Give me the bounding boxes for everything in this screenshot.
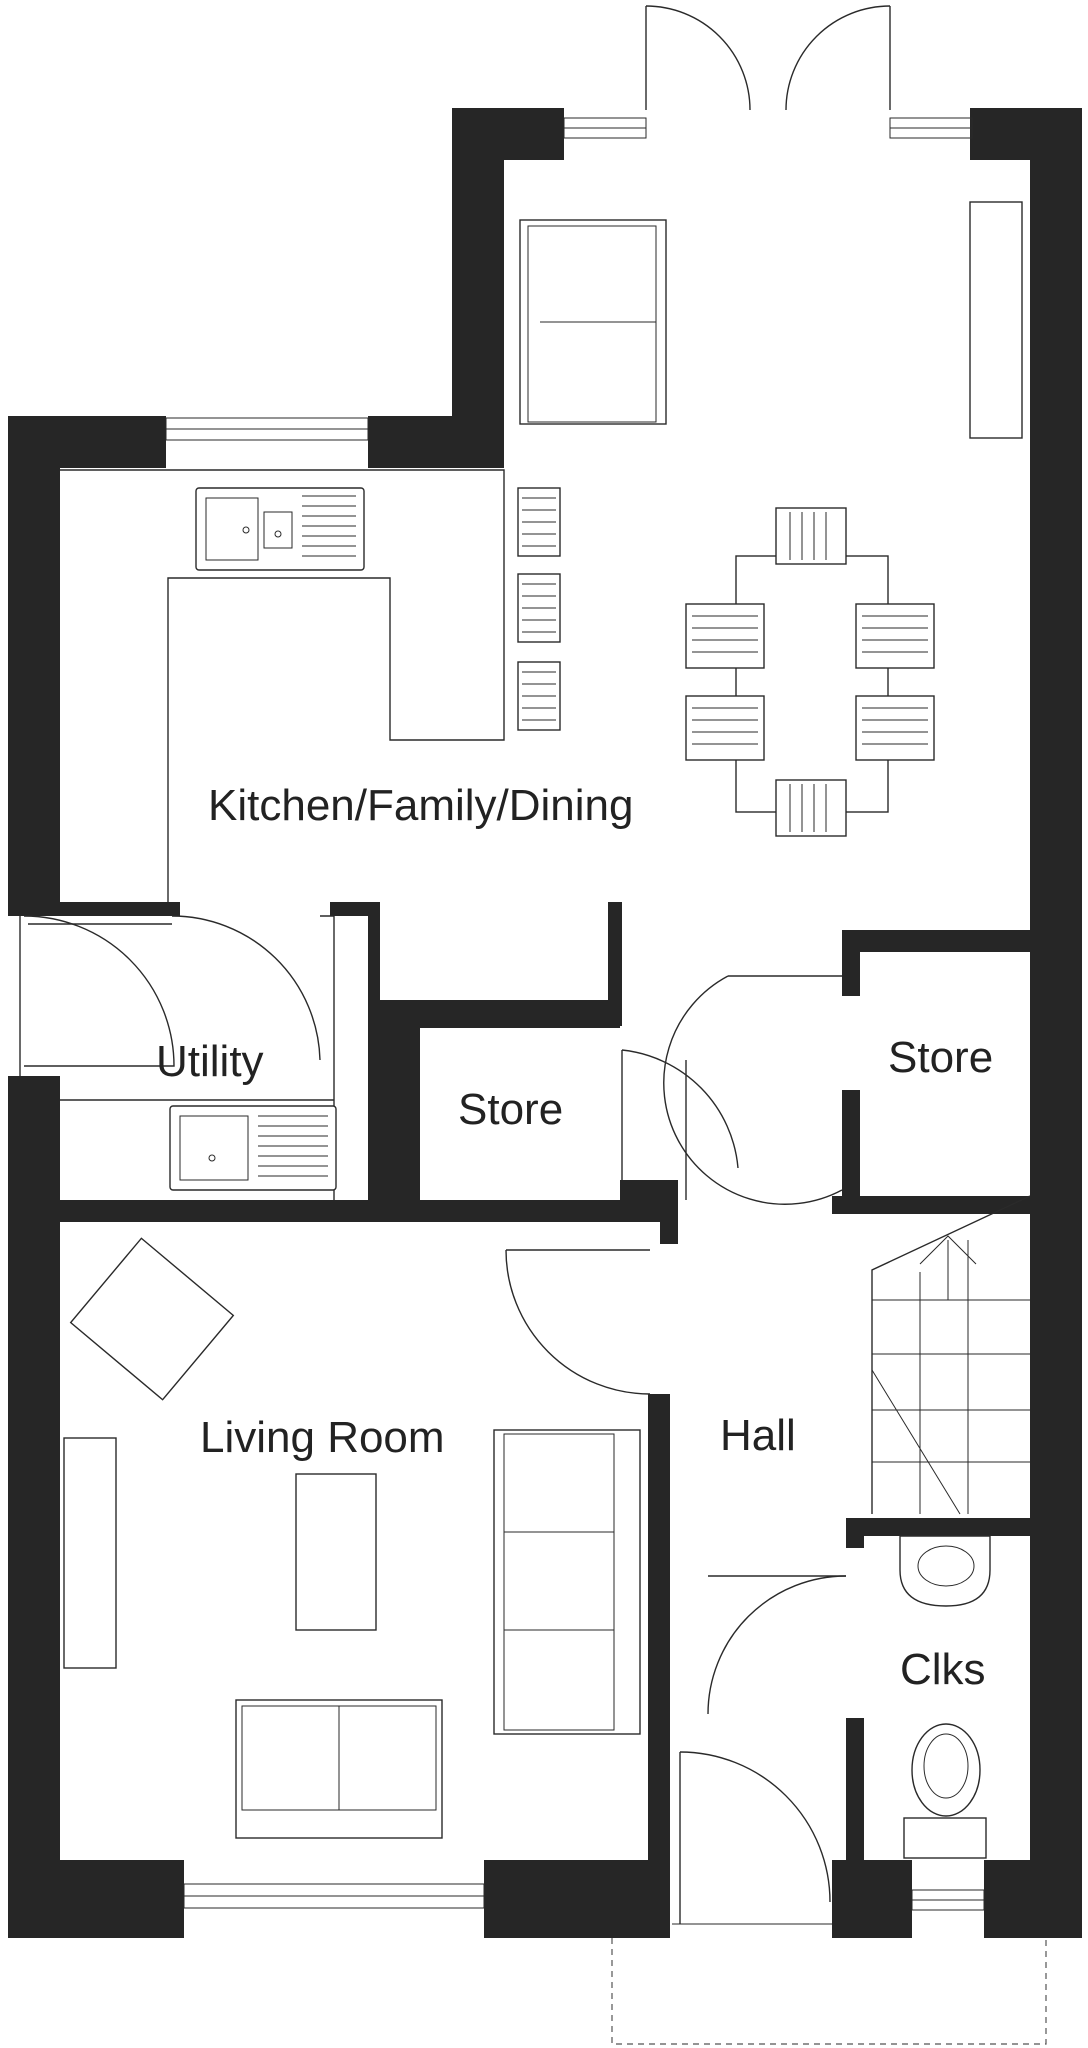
wall	[1030, 108, 1082, 1938]
dining-chair	[775, 507, 847, 565]
sideboard	[969, 201, 1023, 439]
sofa	[493, 1429, 641, 1735]
wall	[380, 1020, 420, 1202]
label-store-inner: Store	[458, 1085, 563, 1134]
wall	[846, 1518, 1032, 1536]
wall	[842, 1090, 860, 1208]
wall	[368, 902, 380, 1202]
wall	[832, 1860, 912, 1938]
wall	[842, 930, 860, 996]
doors	[19, 5, 891, 1925]
wall	[330, 902, 380, 916]
staircase	[871, 1195, 1031, 1515]
wall	[660, 1220, 678, 1244]
dining-chair	[685, 695, 765, 761]
wall	[984, 1860, 1082, 1938]
kitchen-sink	[195, 487, 365, 571]
utility-sink	[169, 1105, 337, 1191]
dining-chair	[775, 779, 847, 837]
wall	[620, 1180, 678, 1222]
wc-fixtures	[899, 1535, 991, 1859]
dining-chair	[855, 603, 935, 669]
label-utility: Utility	[156, 1037, 264, 1086]
label-clks: Clks	[900, 1645, 986, 1694]
armchair	[69, 1237, 235, 1401]
tv-unit	[63, 1437, 117, 1669]
room-labels: Kitchen/Family/Dining Utility Store Stor…	[156, 781, 993, 1694]
wall	[60, 1200, 660, 1222]
dining-chair	[685, 603, 765, 669]
wall	[8, 1860, 184, 1938]
label-kitchen-family-dining: Kitchen/Family/Dining	[208, 781, 634, 830]
label-living-room: Living Room	[200, 1413, 445, 1462]
dining-chair	[855, 695, 935, 761]
label-store-right: Store	[888, 1033, 993, 1082]
wall	[842, 930, 1032, 952]
windows	[165, 117, 985, 1911]
dining-table	[735, 555, 889, 813]
wall	[648, 1394, 670, 1902]
utility-fixtures	[60, 915, 337, 1200]
porch-outline	[611, 1938, 1047, 2045]
wall	[484, 1860, 670, 1938]
label-hall: Hall	[720, 1411, 796, 1460]
wall	[368, 416, 504, 468]
kitchen-fixtures	[60, 469, 561, 902]
wall	[452, 108, 504, 468]
dining-furniture	[519, 201, 1023, 837]
wall	[8, 416, 60, 916]
living-furniture	[63, 1237, 641, 1839]
wall	[846, 1718, 864, 1902]
toilet	[911, 1723, 981, 1817]
wall	[8, 1076, 60, 1938]
wall	[832, 1196, 1032, 1214]
toilet-cistern	[903, 1817, 987, 1859]
wall	[8, 902, 180, 916]
wall	[846, 1518, 864, 1548]
coffee-table	[295, 1473, 377, 1631]
walls	[8, 108, 1082, 1938]
wall	[608, 902, 622, 1026]
